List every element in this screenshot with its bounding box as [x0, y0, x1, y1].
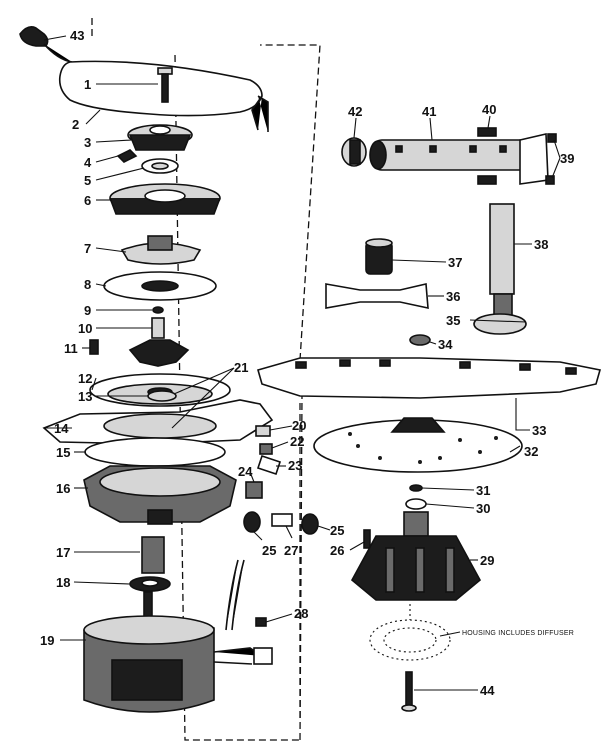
part-16-pump-base: [83, 465, 237, 525]
part-23-bracket: [256, 454, 282, 476]
part-7-bearing-cap: [120, 235, 202, 265]
label-24: 24: [238, 464, 253, 479]
label-25-right: 25: [330, 523, 344, 538]
label-28: 28: [294, 606, 308, 621]
label-44: 44: [480, 683, 495, 698]
label-12: 12: [78, 371, 92, 386]
label-13: 13: [78, 389, 92, 404]
label-15: 15: [56, 445, 70, 460]
part-29-housing: [350, 511, 482, 601]
diffuser: [369, 604, 451, 661]
label-7: 7: [84, 241, 91, 256]
part-1-bolt: [157, 67, 173, 103]
part-20-clip: [255, 425, 271, 437]
label-43: 43: [70, 28, 84, 43]
part-36-seal: [325, 283, 429, 310]
part-25-grommet-right: [301, 513, 319, 535]
part-18-seal: [129, 576, 171, 592]
part-24-clamp: [245, 481, 263, 499]
label-6: 6: [84, 193, 91, 208]
label-21: 21: [234, 360, 248, 375]
part-15-plate: [84, 437, 226, 467]
label-25-left: 25: [262, 543, 276, 558]
part-28-screw: [255, 617, 267, 627]
part-31-washer: [409, 484, 423, 492]
label-31: 31: [476, 483, 490, 498]
part-30-washer: [405, 498, 427, 510]
label-35: 35: [446, 313, 460, 328]
label-9: 9: [84, 303, 91, 318]
label-4: 4: [84, 155, 92, 170]
label-14: 14: [54, 421, 69, 436]
part-21-center: [147, 390, 177, 402]
part-19-motor: [83, 559, 273, 713]
label-34: 34: [438, 337, 453, 352]
label-36: 36: [446, 289, 460, 304]
label-38: 38: [534, 237, 548, 252]
label-20: 20: [292, 418, 306, 433]
part-43-handle: [19, 26, 73, 63]
label-16: 16: [56, 481, 70, 496]
part-42-cap: [341, 137, 367, 167]
part-8-gasket: [103, 271, 217, 301]
part-6-upper-plate: [109, 183, 221, 215]
part-5-star-washer: [141, 158, 179, 174]
part-22-clip: [259, 443, 273, 455]
part-37-cylinder: [365, 238, 393, 275]
label-10: 10: [78, 321, 92, 336]
label-1: 1: [84, 77, 91, 92]
label-32: 32: [524, 444, 538, 459]
part-32-filter-disc: [313, 417, 523, 473]
part-2-wire-loop: [58, 60, 269, 132]
part-41-spray-tube: [369, 133, 549, 185]
part-10-impeller: [128, 317, 190, 367]
part-26-screw: [363, 529, 371, 549]
part-3-gear-hub: [127, 124, 193, 151]
label-27: 27: [284, 543, 298, 558]
part-44-bolt: [401, 671, 417, 712]
label-30: 30: [476, 501, 490, 516]
label-18: 18: [56, 575, 70, 590]
part-27-bracket: [271, 513, 293, 527]
part-4-screw: [116, 149, 138, 163]
part-38-pipe: [489, 203, 515, 295]
label-22: 22: [290, 434, 304, 449]
leader-lines: [43, 35, 561, 691]
label-11: 11: [64, 341, 78, 356]
label-3: 3: [84, 135, 91, 150]
label-17: 17: [56, 545, 70, 560]
part-17-coupling: [141, 536, 165, 574]
part-39-nuts: [545, 133, 557, 185]
label-2: 2: [72, 117, 79, 132]
label-39: 39: [560, 151, 574, 166]
label-33: 33: [532, 423, 546, 438]
label-5: 5: [84, 173, 91, 188]
part-35-nozzle-base: [473, 293, 527, 335]
label-8: 8: [84, 277, 91, 292]
label-29: 29: [480, 553, 494, 568]
assembly-boundary: [91, 18, 321, 741]
label-41: 41: [422, 104, 436, 119]
label-23: 23: [288, 458, 302, 473]
part-34-cap: [409, 334, 431, 346]
callout-labels: 43 1 2 3 4 5 6 7 8 9 10 11 12 13 14 15 1…: [40, 28, 574, 698]
part-33-spray-arm: [257, 357, 602, 399]
label-40: 40: [482, 102, 496, 117]
housing-note: HOUSING INCLUDES DIFFUSER: [462, 630, 574, 637]
part-9-washer: [152, 306, 164, 314]
label-19: 19: [40, 633, 54, 648]
part-40-screws: [477, 127, 497, 185]
label-42: 42: [348, 104, 362, 119]
label-37: 37: [448, 255, 462, 270]
part-11-screw: [89, 339, 99, 355]
label-26: 26: [330, 543, 344, 558]
part-25-grommet-left: [243, 511, 261, 533]
